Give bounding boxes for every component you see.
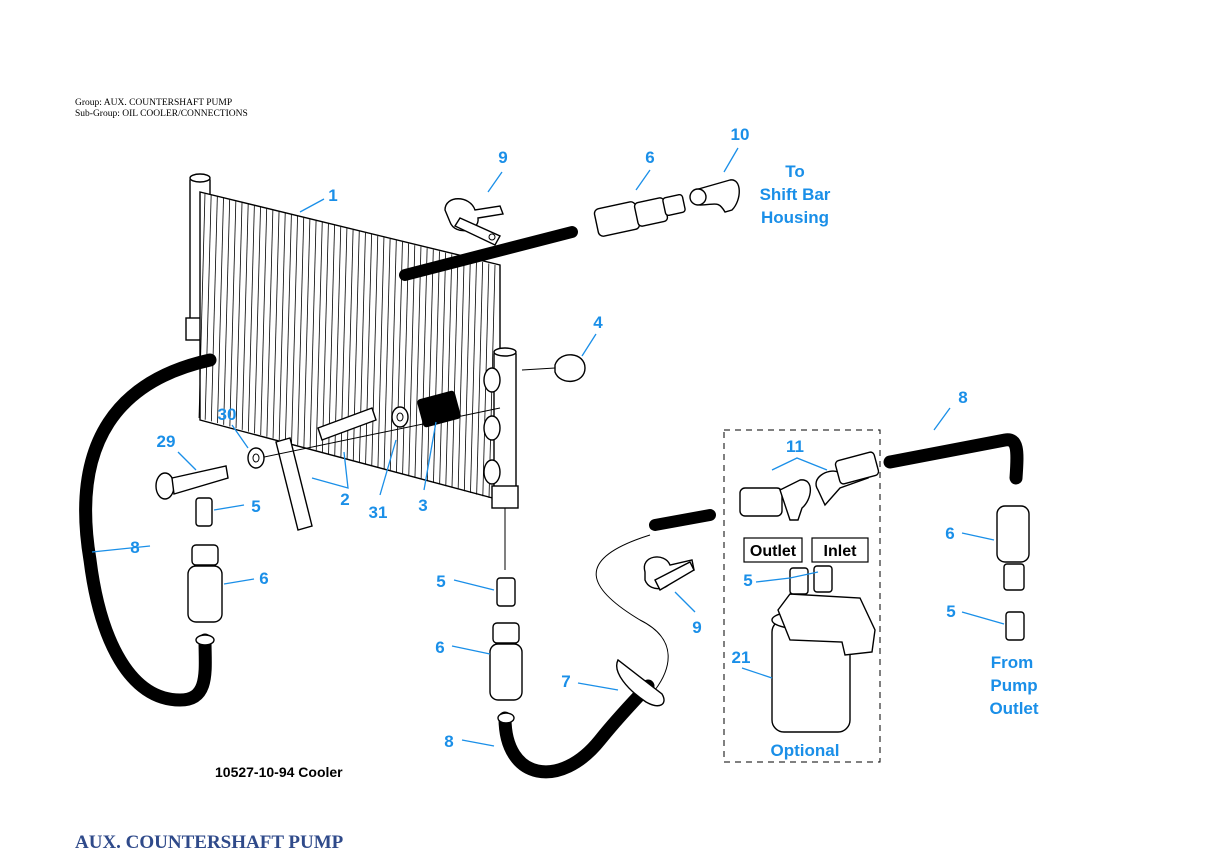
note-from-line3: Outlet [989,699,1038,718]
cooler-fin [260,208,268,436]
leader-lines [91,147,1005,747]
cooler-fin [272,211,280,439]
callout-31: 31 [369,503,388,522]
hose-clamp-upper [444,198,504,246]
group-label: Group: AUX. COUNTERSHAFT PUMP [75,98,233,108]
callout-5d: 5 [946,602,955,621]
hoses [79,226,1024,779]
right-fitting-stack [996,505,1030,641]
cooler-fin [426,249,434,481]
callout-21: 21 [732,648,751,667]
cooler-fin [389,240,397,471]
filter-assembly [739,451,880,733]
cooler-fin [371,235,379,466]
note-from-line1: From [991,653,1034,672]
callout-8c: 8 [958,388,967,407]
callout-8b: 8 [444,732,453,751]
note-optional: Optional [771,741,840,760]
connector-4 [554,354,586,382]
callout-29: 29 [157,432,176,451]
callout-30: 30 [218,405,237,424]
callout-11: 11 [786,437,804,456]
cooler-fin [315,222,323,451]
note-from-line2: Pump [990,676,1037,695]
cooler-fin [408,245,416,476]
cooler-fin [235,202,243,429]
cooler-fin [414,246,422,478]
cooler-fin [284,214,292,442]
cooler-fin [420,248,428,480]
cooler-fin [451,255,459,488]
cooler-fin [396,242,403,473]
callout-10: 10 [731,125,750,144]
outlet-label-box [743,537,803,563]
center-fitting-stack [489,508,523,724]
cooler-fin [204,194,212,420]
callout-6b: 6 [259,569,268,588]
cooler-fin [217,197,224,424]
cooler-fin [334,226,342,456]
cooler-fin [303,219,311,447]
hose-clamp-lower [643,556,695,591]
cooler-fin [210,196,218,422]
bolt-29 [155,447,265,500]
top-fitting [593,179,740,237]
note-to-line1: To [785,162,805,181]
callout-3: 3 [418,496,427,515]
optional-box [723,429,881,763]
callout-9a: 9 [498,148,507,167]
bracket-2 [275,407,377,531]
cooler-fin [322,223,329,453]
note-to-line2: Shift Bar [760,185,831,204]
cooler-fin [328,225,335,454]
cooler-fin [229,200,237,427]
cooler-fin [309,220,317,449]
inlet-label: Inlet [824,543,858,560]
outlet-label: Outlet [750,543,797,560]
callout-5c: 5 [743,571,752,590]
block-3 [391,390,461,428]
cooler-fin [476,261,484,495]
cooler-fin [470,260,477,493]
cooler-fin [198,192,206,419]
cooler-fin [266,209,274,437]
callout-1: 1 [328,186,337,205]
subgroup-label: Sub-Group: OIL COOLER/CONNECTIONS [75,109,248,119]
fitting-7 [616,658,665,707]
group-header: Group: AUX. COUNTERSHAFT PUMP Sub-Group:… [75,98,248,120]
callout-8a: 8 [130,538,139,557]
cooler-fin [247,205,255,432]
callout-7: 7 [561,672,570,691]
cooler-fin [383,238,391,470]
cooler-fin [445,254,453,487]
figure-caption: 10527-10-94 Cooler [215,764,343,780]
callout-2: 2 [340,490,349,509]
cooler-fin [463,258,471,492]
cooler-fin [254,206,261,434]
section-title: AUX. COUNTERSHAFT PUMP [75,832,344,853]
note-to-line3: Housing [761,208,829,227]
cooler-fin [439,252,447,485]
inlet-label-box [811,537,869,563]
cooler-fin [365,234,372,464]
cooler-fin [433,251,440,483]
cooler-fin [377,237,385,468]
cooler-fin [241,203,249,430]
callout-6a: 6 [645,148,654,167]
callout-4: 4 [593,313,603,332]
cooler-fin [297,217,305,446]
callout-5a: 5 [251,497,260,516]
callout-5b: 5 [436,572,445,591]
left-fitting-stack [187,497,223,646]
callout-6d: 6 [945,524,954,543]
cooler-fin [457,257,465,490]
callout-6c: 6 [435,638,444,657]
callout-9b: 9 [692,618,701,637]
cooler-fin [278,212,286,441]
cooler-fin [223,199,231,425]
cooler-fin [291,215,298,444]
cooler-fin [402,243,410,475]
